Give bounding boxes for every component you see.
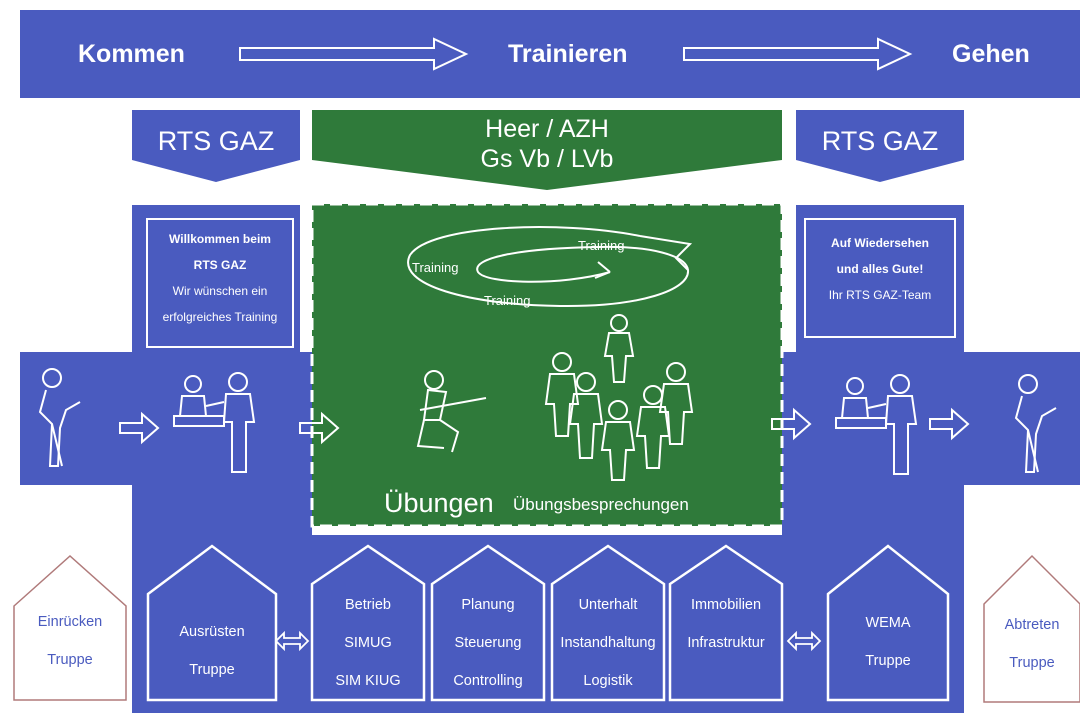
- rts-gaz-right: RTS GAZ: [821, 126, 939, 156]
- command-line-1: Heer / AZH: [485, 115, 609, 143]
- header-kommen: Kommen: [78, 40, 185, 68]
- house-immobilien-label: Immobilien Infrastruktur: [670, 586, 782, 662]
- house-ausruesten-label: Ausrüsten Truppe: [148, 613, 276, 689]
- hollow-arrow-icon: [929, 407, 970, 441]
- house-unterhalt: [550, 544, 666, 702]
- person-walking-icon: [38, 368, 81, 467]
- hollow-arrow-icon: [299, 411, 340, 445]
- house-betrieb-label: Betrieb SIMUG SIM KIUG: [312, 586, 424, 700]
- house-einruecken-label: Einrücken Truppe: [14, 603, 126, 679]
- top-banner: Kommen Trainieren Gehen: [20, 10, 1080, 98]
- house-planung-line-3: Controlling: [453, 673, 523, 689]
- house-wema: [826, 544, 950, 702]
- house-planung: [430, 544, 546, 702]
- hollow-arrow-icon: [119, 411, 160, 445]
- house-unterhalt-line-3: Logistik: [583, 673, 633, 689]
- command-label: Heer / AZH Gs Vb / LVb: [312, 114, 782, 174]
- double-arrow-icon: [786, 630, 822, 652]
- hollow-arrow-icon: [239, 37, 469, 71]
- house-unterhalt-line-1: Unterhalt: [578, 597, 638, 613]
- person-walking-icon: [1014, 374, 1057, 473]
- house-unterhalt-line-2: Instandhaltung: [560, 635, 656, 651]
- house-planung-line-2: Steuerung: [454, 635, 522, 651]
- welcome-card: Willkommen beim RTS GAZ Wir wünschen ein…: [146, 218, 294, 348]
- header-gehen: Gehen: [952, 40, 1030, 68]
- house-ausruesten-line-1: Ausrüsten: [179, 624, 245, 640]
- farewell-line-2: und alles Gute!: [836, 262, 924, 276]
- exercise-main-label: Übungen: [384, 488, 494, 518]
- house-betrieb-line-3: SIM KIUG: [335, 673, 401, 689]
- house-einruecken: [13, 554, 127, 701]
- house-wema-line-2: Truppe: [865, 653, 911, 669]
- rts-gaz-left: RTS GAZ: [157, 126, 275, 156]
- welcome-line-3: Wir wünschen ein: [172, 284, 268, 298]
- house-immobilien-line-1: Immobilien: [690, 597, 762, 613]
- group-of-people-icon: [544, 314, 694, 481]
- house-planung-line-1: Planung: [461, 597, 515, 613]
- house-planung-label: Planung Steuerung Controlling: [432, 586, 544, 700]
- hollow-arrow-icon: [771, 407, 812, 441]
- house-abtreten: [983, 554, 1080, 703]
- training-label-left: Training: [412, 260, 458, 275]
- house-wema-label: WEMA Truppe: [828, 604, 948, 680]
- reception-desk-icon: [835, 374, 918, 475]
- house-immobilien-line-2: Infrastruktur: [687, 635, 765, 651]
- house-einruecken-line-2: Truppe: [47, 652, 93, 668]
- welcome-line-1: Willkommen beim: [169, 232, 271, 246]
- exercise-sub-label: Übungsbesprechungen: [513, 495, 689, 514]
- house-abtreten-line-2: Truppe: [1009, 655, 1055, 671]
- house-unterhalt-label: Unterhalt Instandhaltung Logistik: [546, 586, 670, 700]
- kneeling-soldier-rifle-icon: [416, 370, 487, 453]
- command-line-2: Gs Vb / LVb: [480, 145, 614, 173]
- training-label-top: Training: [578, 238, 624, 253]
- house-immobilien: [668, 544, 784, 702]
- house-einruecken-line-1: Einrücken: [37, 614, 103, 630]
- farewell-card: Auf Wiedersehen und alles Gute! Ihr RTS …: [804, 218, 956, 338]
- house-betrieb-line-1: Betrieb: [345, 597, 391, 613]
- house-ausruesten-line-2: Truppe: [189, 662, 235, 678]
- farewell-line-1: Auf Wiedersehen: [831, 236, 929, 250]
- house-abtreten-label: Abtreten Truppe: [984, 606, 1080, 682]
- house-betrieb-line-2: SIMUG: [344, 635, 392, 651]
- house-ausruesten: [146, 544, 278, 702]
- double-arrow-icon: [274, 630, 310, 652]
- reception-desk-icon: [173, 372, 256, 473]
- welcome-line-2: RTS GAZ: [193, 258, 247, 272]
- house-wema-line-1: WEMA: [865, 615, 911, 631]
- training-cycle-icon: [407, 226, 693, 308]
- house-betrieb: [310, 544, 426, 702]
- welcome-line-4: erfolgreiches Training: [162, 310, 278, 324]
- house-abtreten-line-1: Abtreten: [1004, 617, 1060, 633]
- training-label-bottom: Training: [484, 293, 530, 308]
- hollow-arrow-icon: [683, 37, 913, 71]
- header-trainieren: Trainieren: [508, 40, 628, 68]
- farewell-line-3: Ihr RTS GAZ-Team: [828, 288, 932, 302]
